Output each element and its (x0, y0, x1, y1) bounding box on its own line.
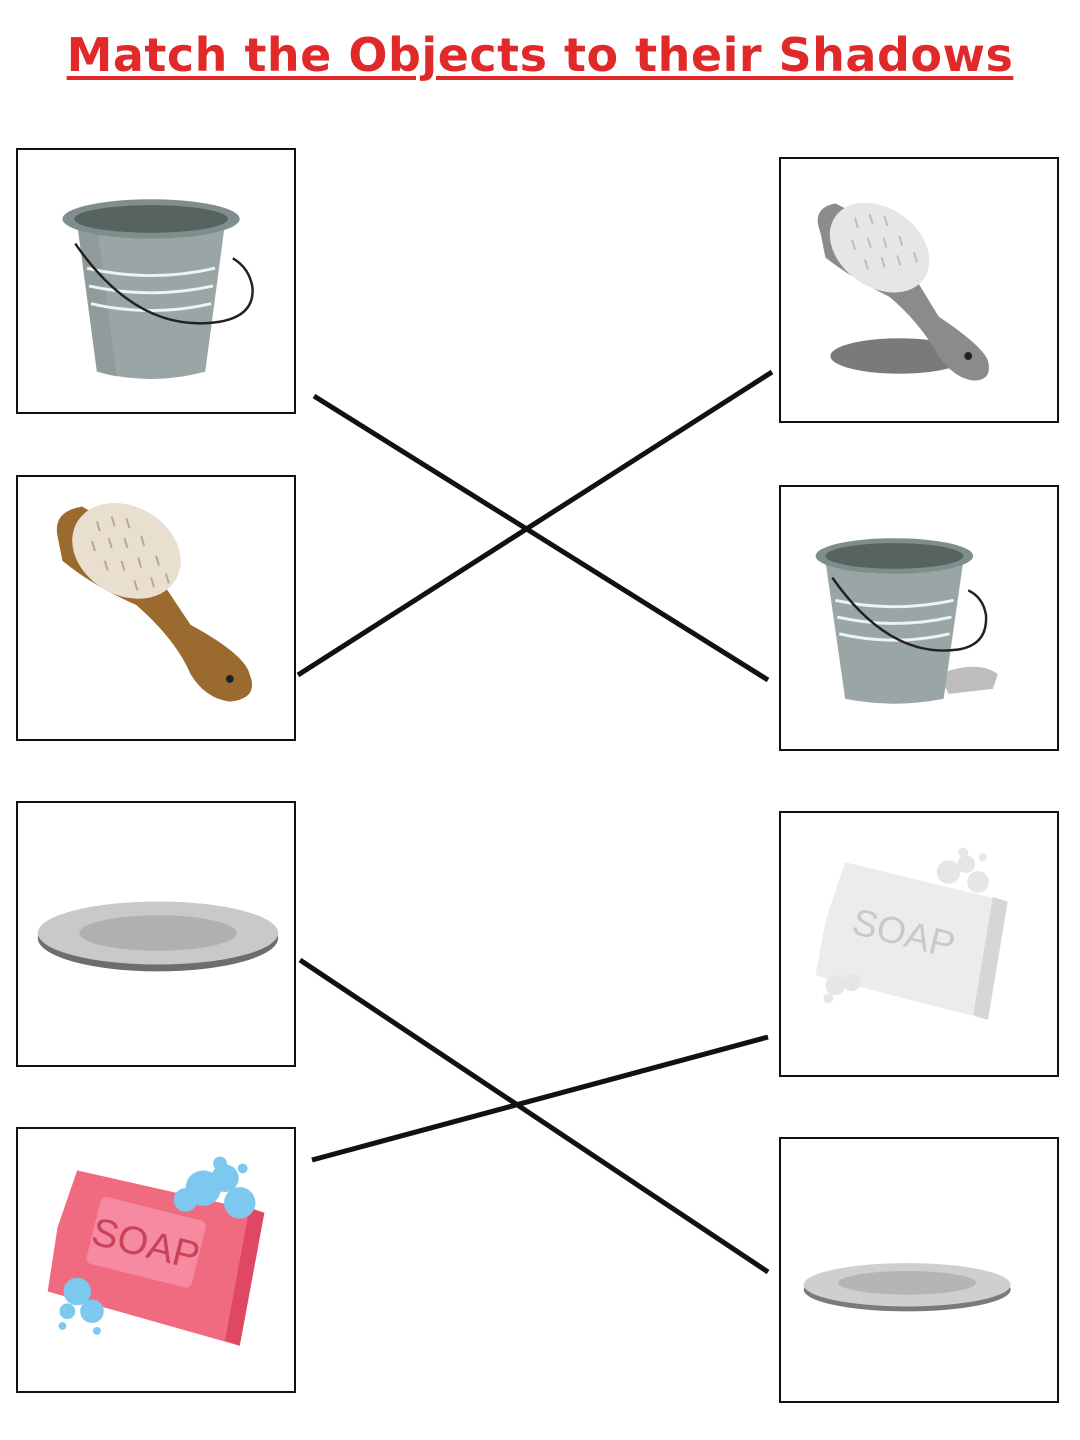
plate-icon (37, 901, 279, 972)
shadow-card-soap[interactable]: SOAP (779, 811, 1059, 1077)
shadow-card-bucket[interactable] (779, 485, 1059, 751)
shadow-card-brush[interactable] (779, 157, 1059, 423)
match-line-soap[interactable] (311, 1034, 769, 1163)
match-line-plate[interactable] (298, 957, 770, 1275)
soap-shadow-icon: SOAP (815, 847, 1008, 1020)
bucket-shadow-icon (815, 538, 998, 704)
match-line-brush[interactable] (296, 369, 774, 678)
object-card-brush[interactable] (16, 475, 296, 741)
object-card-plate[interactable] (16, 801, 296, 1067)
plate-shadow-icon (803, 1263, 1011, 1312)
object-card-bucket[interactable] (16, 148, 296, 414)
match-line-bucket[interactable] (312, 393, 770, 683)
bucket-icon (62, 199, 254, 380)
brush-icon (56, 503, 253, 702)
brush-shadow-icon (817, 202, 989, 381)
worksheet-title: Match the Objects to their Shadows (66, 28, 1014, 82)
soap-icon: SOAP (47, 1156, 265, 1346)
object-card-soap[interactable]: SOAP (16, 1127, 296, 1393)
shadow-card-plate[interactable] (779, 1137, 1059, 1403)
